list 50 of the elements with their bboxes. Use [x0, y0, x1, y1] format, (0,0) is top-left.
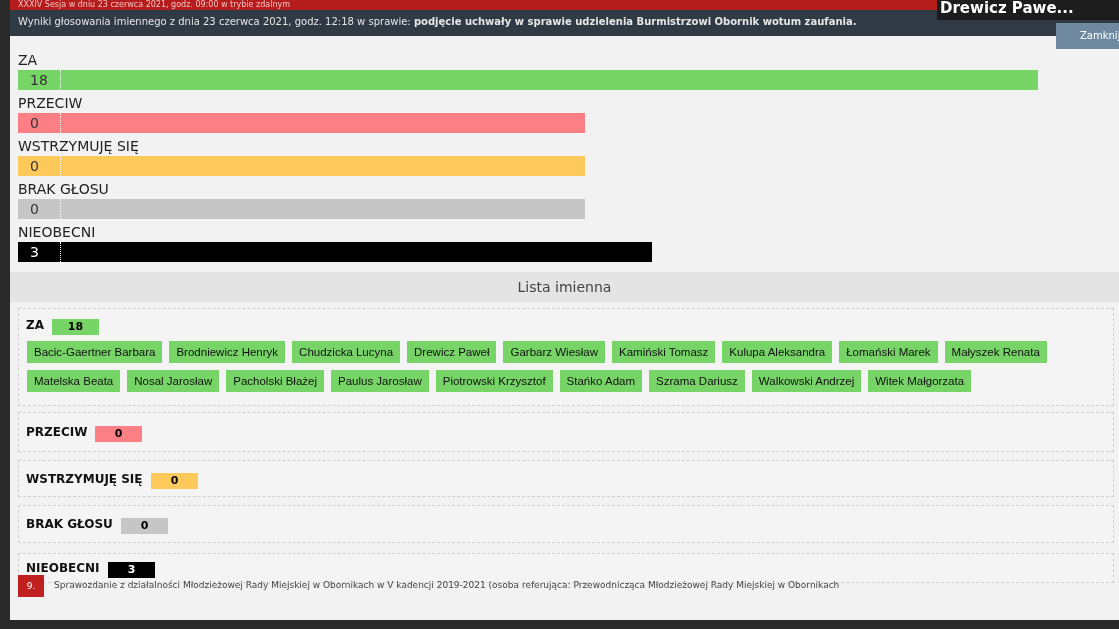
- count-badge: 0: [151, 473, 198, 489]
- name-tag: Walkowski Andrzej: [751, 370, 862, 392]
- count-badge: 3: [108, 562, 155, 578]
- result-bar: 0: [18, 199, 585, 219]
- name-tag: Witek Małgorzata: [868, 370, 972, 392]
- participant-name: Drewicz Pawe...: [940, 0, 1074, 17]
- name-tag: Matelska Beata: [27, 370, 121, 392]
- vote-section: [18, 412, 1114, 452]
- bar-label: ZA: [18, 52, 38, 68]
- name-tag: Drewicz Paweł: [407, 341, 497, 363]
- name-tag: Chudzicka Lucyna: [292, 341, 401, 363]
- section-band: Lista imienna: [10, 272, 1119, 302]
- section-heading: PRZECIW: [26, 425, 88, 439]
- video-tile: [937, 0, 1119, 20]
- name-tag: Szrama Dariusz: [649, 370, 745, 392]
- close-button: Zamknij: [1056, 23, 1119, 49]
- name-tag: Łomański Marek: [839, 341, 938, 363]
- count-badge: 0: [121, 518, 168, 534]
- section-heading: ZA: [26, 318, 44, 332]
- section-heading: BRAK GŁOSU: [26, 517, 113, 531]
- name-tag: Brodniewicz Henryk: [169, 341, 286, 363]
- result-bar: 0: [18, 156, 585, 176]
- name-tag: Kamiński Tomasz: [612, 341, 716, 363]
- name-tag: Garbarz Wiesław: [503, 341, 606, 363]
- name-tag: Nosal Jarosław: [127, 370, 220, 392]
- bar-label: BRAK GŁOSU: [18, 181, 109, 197]
- name-tag: Paulus Jarosław: [331, 370, 429, 392]
- name-tag: Małyszek Renata: [944, 341, 1047, 363]
- count-badge: 0: [95, 426, 142, 442]
- vote-section: [18, 460, 1114, 497]
- section-heading: WSTRZYMUJĘ SIĘ: [26, 472, 143, 486]
- bar-label: NIEOBECNI: [18, 224, 96, 240]
- name-tag: Kulupa Aleksandra: [722, 341, 833, 363]
- vote-section: [18, 308, 1114, 406]
- bar-label: PRZECIW: [18, 95, 83, 111]
- count-badge: 18: [52, 319, 99, 335]
- name-tag: Bacic-Gaertner Barbara: [27, 341, 163, 363]
- vote-section: [18, 505, 1114, 543]
- agenda-number: 9.: [18, 575, 44, 597]
- bar-label: WSTRZYMUJĘ SIĘ: [18, 138, 139, 154]
- name-tag: Pacholski Błażej: [226, 370, 324, 392]
- result-bar: 3: [18, 242, 652, 262]
- session-text: XXXIV Sesja w dniu 23 czerwca 2021, godz. 09:00 w trybie zdalnym: [18, 0, 291, 10]
- agenda-text: Sprawozdanie z działalności Młodzieżowej Rady Miejskiej w Obornikach w V kadencji 2019-2021 (osoba referująca: Przewodnicząca Młodzieżowej Rady Miejskiej w Obornikach: [54, 580, 840, 590]
- result-bar: 0: [18, 113, 585, 133]
- section-heading: NIEOBECNI: [26, 561, 100, 575]
- name-tag: Piotrowski Krzysztof: [435, 370, 553, 392]
- result-bar: 18: [18, 70, 1038, 90]
- title-text: Wyniki głosowania imiennego z dnia 23 czerwca 2021, godz. 12:18 w sprawie: podjęcie uchwały w sprawie udzielenia Burmistrzowi Obornik wotum zaufania.: [18, 16, 857, 27]
- name-tag: Stańko Adam: [559, 370, 642, 392]
